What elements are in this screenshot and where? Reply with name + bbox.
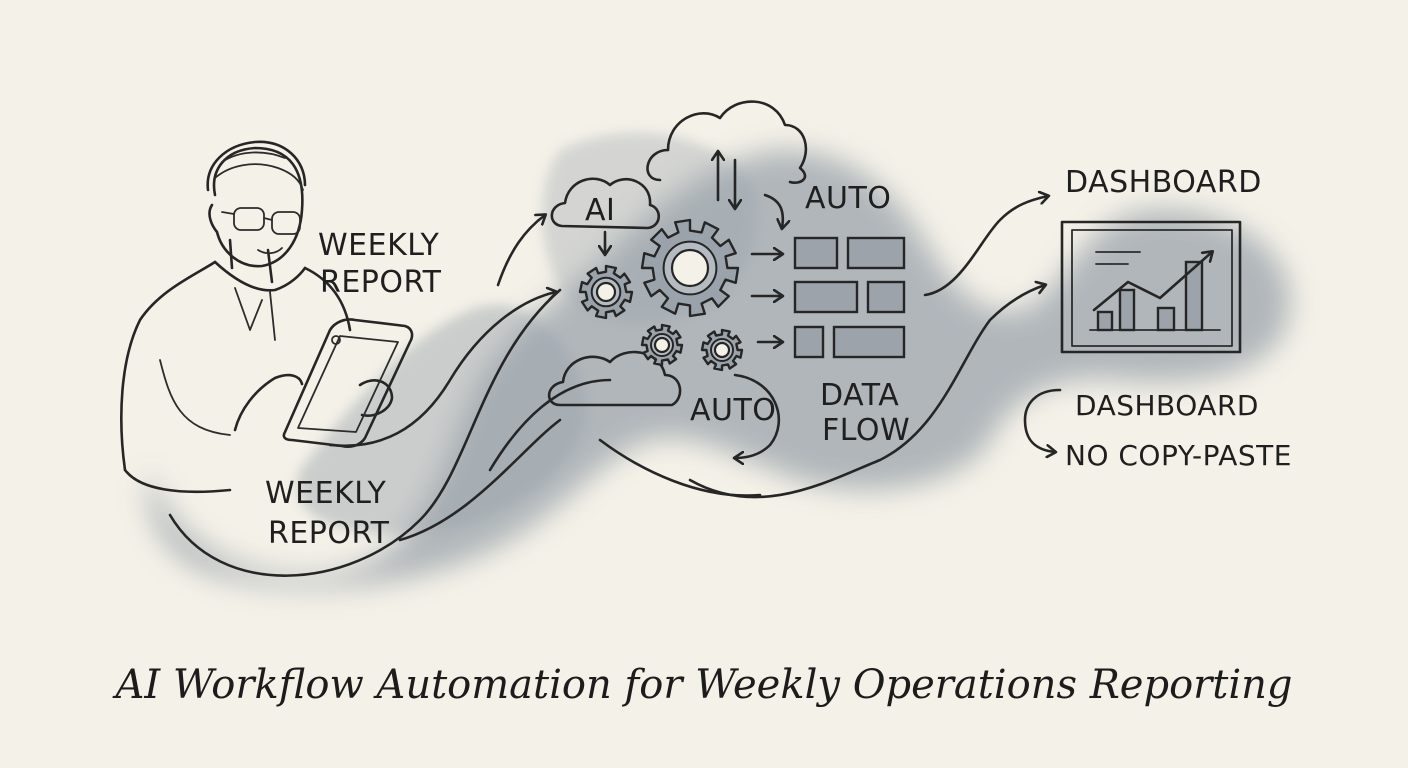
no-copy-paste-label: NO COPY-PASTE <box>1065 439 1292 472</box>
labels: WEEKLY REPORT WEEKLY REPORT AI AUTO AUTO… <box>111 165 1292 708</box>
arrow-icon <box>763 193 783 228</box>
cloud-icon <box>547 100 808 407</box>
tablet-icon <box>282 318 414 449</box>
gear-icon <box>700 328 744 372</box>
dashboard-label-right: DASHBOARD <box>1075 389 1259 422</box>
auto-label-top: AUTO <box>805 181 891 216</box>
gear-icon <box>640 323 684 367</box>
flow-ribbon <box>168 196 1048 577</box>
data-block-icon <box>832 325 906 359</box>
auto-label-bottom: AUTO <box>690 393 776 428</box>
data-flow-line2: FLOW <box>822 413 910 448</box>
data-block-icon <box>793 325 825 359</box>
arrow-icon <box>496 215 545 287</box>
person-icon <box>120 140 394 494</box>
weekly-report-bottom-line1: WEEKLY <box>265 476 386 511</box>
caption: AI Workflow Automation for Weekly Operat… <box>111 662 1292 708</box>
gear-cluster <box>578 218 744 372</box>
arrow-icon <box>1023 388 1062 452</box>
data-blocks <box>793 236 906 359</box>
data-flow-line1: DATA <box>820 378 899 413</box>
gear-icon <box>578 264 634 320</box>
ai-label: AI <box>585 193 615 228</box>
dashboard-chart-icon <box>1060 220 1242 354</box>
data-block-icon <box>846 236 906 270</box>
data-block-icon <box>793 236 839 270</box>
dashboard-label-top: DASHBOARD <box>1065 165 1262 200</box>
arrow-icon <box>735 373 781 458</box>
data-block-icon <box>866 280 906 314</box>
weekly-report-top-line1: WEEKLY <box>318 228 439 263</box>
gear-icon <box>640 218 740 318</box>
weekly-report-top-line2: REPORT <box>320 265 442 300</box>
weekly-report-bottom-line2: REPORT <box>268 516 390 551</box>
data-block-icon <box>793 280 859 314</box>
